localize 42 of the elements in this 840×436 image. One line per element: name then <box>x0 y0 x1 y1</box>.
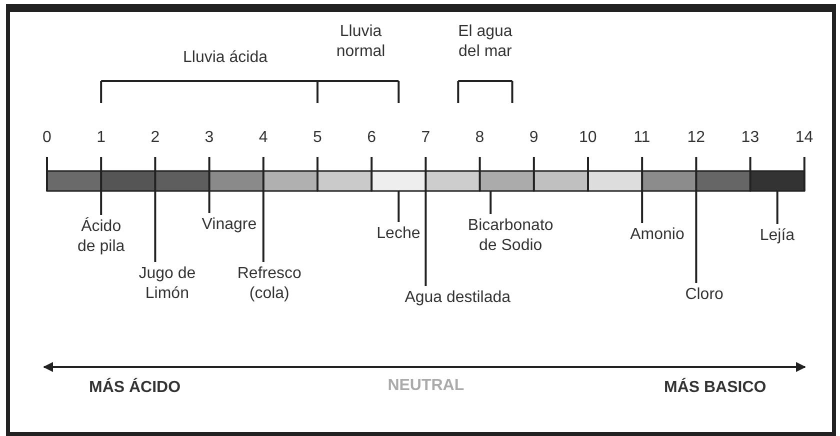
scale-number: 8 <box>475 128 484 148</box>
scale-number: 12 <box>687 128 705 148</box>
scale-number: 2 <box>150 128 160 148</box>
scale-number: 14 <box>795 128 814 148</box>
scale-number: 1 <box>96 128 106 148</box>
scale-number: 11 <box>634 128 650 148</box>
leader-line <box>424 191 427 286</box>
leader-line <box>100 191 102 215</box>
scale-number: 6 <box>367 128 376 148</box>
end-label: MÁS ÁCIDO <box>89 378 181 398</box>
substance-label: Bicarbonato de Sodio <box>460 216 561 256</box>
substance-label: Agua destilada <box>404 288 511 308</box>
range-label: Lluvia normal <box>335 22 386 62</box>
scale-number: 13 <box>741 128 760 148</box>
leader-line <box>262 191 264 262</box>
scale-number: 5 <box>313 128 322 148</box>
substance-label: Lejía <box>760 226 795 246</box>
scale-number: 10 <box>579 128 597 148</box>
substance-label: Amonio <box>630 225 684 245</box>
end-label: MÁS BASICO <box>664 378 766 398</box>
leader-line <box>776 191 778 224</box>
substance-label: Refresco (cola) <box>229 264 310 304</box>
leader-line <box>208 191 210 213</box>
substance-label: Leche <box>376 224 420 244</box>
ph-scale-bar <box>46 157 806 192</box>
leader-line <box>695 191 698 283</box>
scale-number: 7 <box>421 128 430 148</box>
substance-label: Jugo de Limón <box>127 264 208 304</box>
substance-label: Vinagre <box>202 215 257 235</box>
scale-number: 0 <box>42 128 52 148</box>
scale-number: 3 <box>204 128 214 148</box>
leader-line <box>398 191 400 222</box>
scale-number: 9 <box>529 128 538 148</box>
end-label: NEUTRAL <box>388 376 464 396</box>
substance-label: Ácido de pila <box>70 217 132 257</box>
range-label: El agua del mar <box>457 22 514 62</box>
leader-line <box>154 191 156 262</box>
substance-label: Cloro <box>685 285 724 305</box>
range-label: Lluvia ácida <box>183 48 268 68</box>
leader-line <box>490 191 492 214</box>
scale-number: 4 <box>258 128 268 148</box>
leader-line <box>641 191 644 223</box>
